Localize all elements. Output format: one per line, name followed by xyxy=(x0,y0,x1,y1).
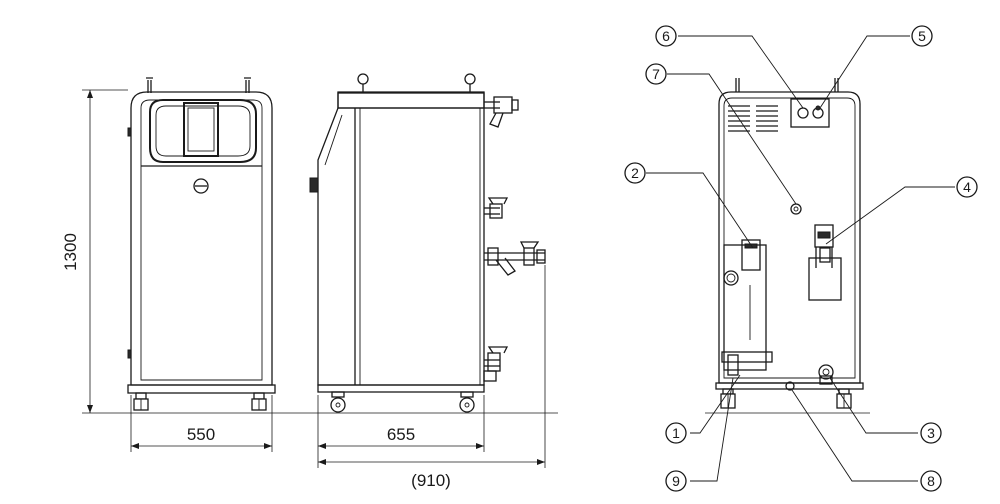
height-dimension xyxy=(82,89,128,414)
top-pipe-fitting xyxy=(484,96,519,128)
svg-text:1: 1 xyxy=(672,425,680,441)
callout-6: 6 xyxy=(655,25,677,47)
bottom-valve xyxy=(483,346,509,382)
callout-1: 1 xyxy=(665,422,687,444)
overall-depth-dimension xyxy=(318,265,546,468)
svg-text:5: 5 xyxy=(918,28,926,44)
rear-assembly-4 xyxy=(808,224,842,301)
side-view xyxy=(309,73,546,413)
svg-text:2: 2 xyxy=(631,165,639,181)
overall-depth-label: (910) xyxy=(411,471,451,490)
rear-vents-left xyxy=(728,105,750,132)
side-depth-dimension xyxy=(317,395,485,468)
callout-5: 5 xyxy=(911,25,933,47)
front-view xyxy=(127,77,276,411)
height-label: 1300 xyxy=(61,233,80,271)
callout-leaders xyxy=(646,35,955,482)
side-depth-label: 655 xyxy=(387,425,415,444)
callout-8: 8 xyxy=(920,470,942,492)
front-caster-left xyxy=(133,392,149,411)
svg-text:9: 9 xyxy=(672,473,680,489)
rear-drain-3 xyxy=(818,364,834,385)
svg-text:8: 8 xyxy=(927,473,935,489)
callout-2: 2 xyxy=(624,162,646,184)
rear-assembly-2 xyxy=(721,239,773,376)
rear-top-panel xyxy=(790,98,830,128)
svg-text:6: 6 xyxy=(662,28,670,44)
strainer xyxy=(484,241,546,276)
svg-text:7: 7 xyxy=(652,66,660,82)
callout-3: 3 xyxy=(920,422,942,444)
svg-text:4: 4 xyxy=(963,179,971,195)
rear-vents-right xyxy=(756,105,778,132)
callout-9: 9 xyxy=(665,470,687,492)
callout-7: 7 xyxy=(645,63,667,85)
rear-view xyxy=(705,78,870,414)
front-caster-right xyxy=(251,392,267,411)
rear-port-8 xyxy=(785,381,795,391)
callout-4: 4 xyxy=(956,176,978,198)
front-width-dimension xyxy=(130,395,273,452)
front-width-label: 550 xyxy=(187,425,215,444)
rear-port-7 xyxy=(790,203,802,215)
side-caster-right xyxy=(459,391,475,413)
middle-valve xyxy=(484,197,509,219)
svg-text:3: 3 xyxy=(927,425,935,441)
side-caster-left xyxy=(330,391,346,413)
